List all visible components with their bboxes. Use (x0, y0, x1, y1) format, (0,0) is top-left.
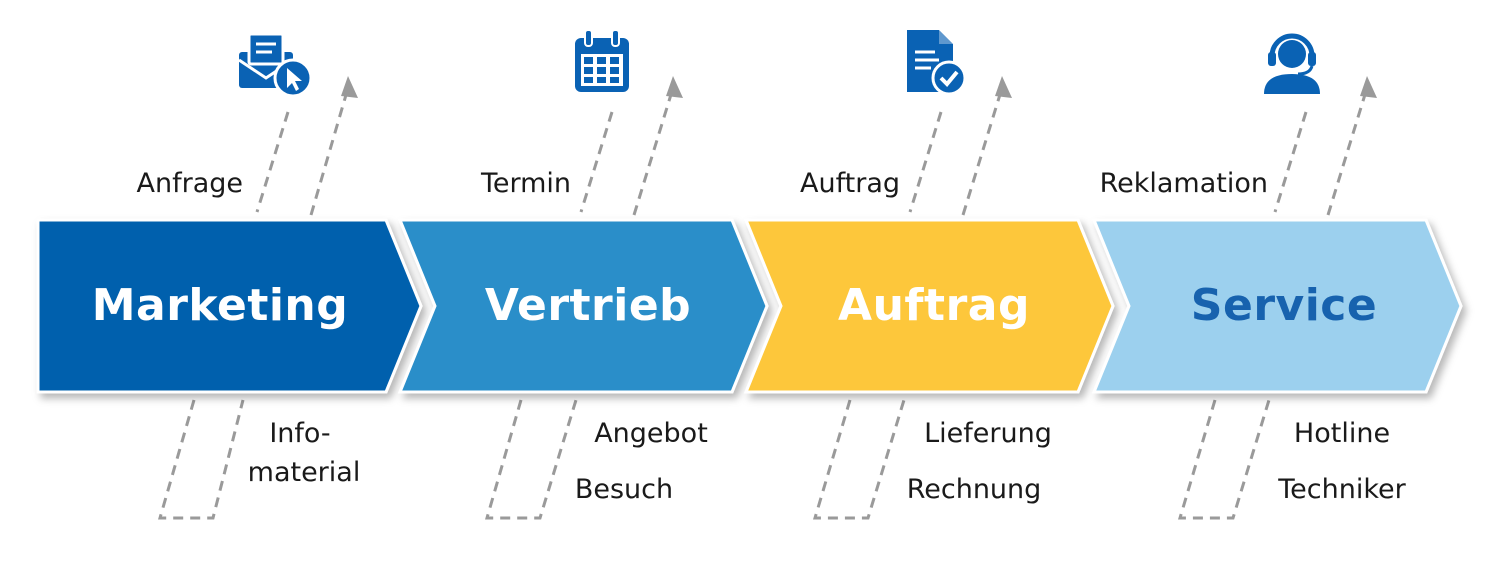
arrowhead (1360, 76, 1377, 98)
dashed-line (255, 111, 290, 213)
stage-vertrieb: Vertrieb Termin Angebot Besuch (397, 29, 769, 520)
chevron-service (1091, 218, 1463, 394)
dashed-line (1177, 399, 1271, 520)
dashed-line (579, 111, 614, 213)
flow-label-auftrag-top: Auftrag (800, 168, 900, 199)
headset-agent-icon (1264, 33, 1320, 94)
flow-label-hotline: Hotline (1294, 418, 1390, 449)
dashed-line (1326, 87, 1369, 216)
chevron-vertrieb (397, 218, 769, 394)
document-check-icon (907, 30, 967, 96)
stage-label-vertrieb: Vertrieb (485, 280, 691, 331)
dashed-line (961, 87, 1004, 216)
dashed-line (1273, 111, 1308, 213)
dashed-line (485, 399, 578, 520)
flow-label-termin: Termin (480, 168, 571, 199)
stage-label-marketing: Marketing (92, 280, 349, 331)
flow-path-vertrieb (485, 87, 675, 520)
flow-label-rechnung: Rechnung (907, 474, 1042, 505)
flow-label-lieferung: Lieferung (924, 418, 1052, 449)
flow-path-service (1177, 87, 1369, 520)
flow-label-info-line1: Info- (269, 418, 330, 449)
dashed-line (158, 399, 245, 520)
flow-label-besuch: Besuch (575, 474, 673, 505)
flow-path-marketing (158, 87, 350, 520)
flow-label-anfrage: Anfrage (137, 168, 243, 199)
flow-label-angebot: Angebot (594, 418, 708, 449)
flow-label-techniker: Techniker (1277, 474, 1406, 505)
calendar-icon (575, 29, 629, 92)
dashed-line (908, 111, 943, 213)
arrowhead (341, 76, 358, 98)
envelope-with-cursor-icon (238, 32, 313, 98)
arrowhead (995, 76, 1012, 98)
chevron-marketing (36, 218, 423, 394)
stage-auftrag: Auftrag Auftrag Lieferung Rechnung (743, 30, 1115, 520)
flow-label-info-line2: material (248, 457, 361, 488)
dashed-line (812, 399, 906, 520)
stage-marketing: Marketing Anfrage Info- material (36, 32, 423, 520)
stage-label-service: Service (1191, 280, 1377, 331)
stage-service: Service Reklamation Hotline Techniker (1091, 33, 1463, 520)
flow-label-reklamation: Reklamation (1100, 168, 1268, 199)
flow-path-auftrag (812, 87, 1004, 520)
stage-label-auftrag: Auftrag (838, 280, 1030, 331)
dashed-line (309, 87, 350, 216)
dashed-line (632, 87, 675, 216)
chevron-auftrag (743, 218, 1115, 394)
arrowhead (666, 76, 683, 98)
